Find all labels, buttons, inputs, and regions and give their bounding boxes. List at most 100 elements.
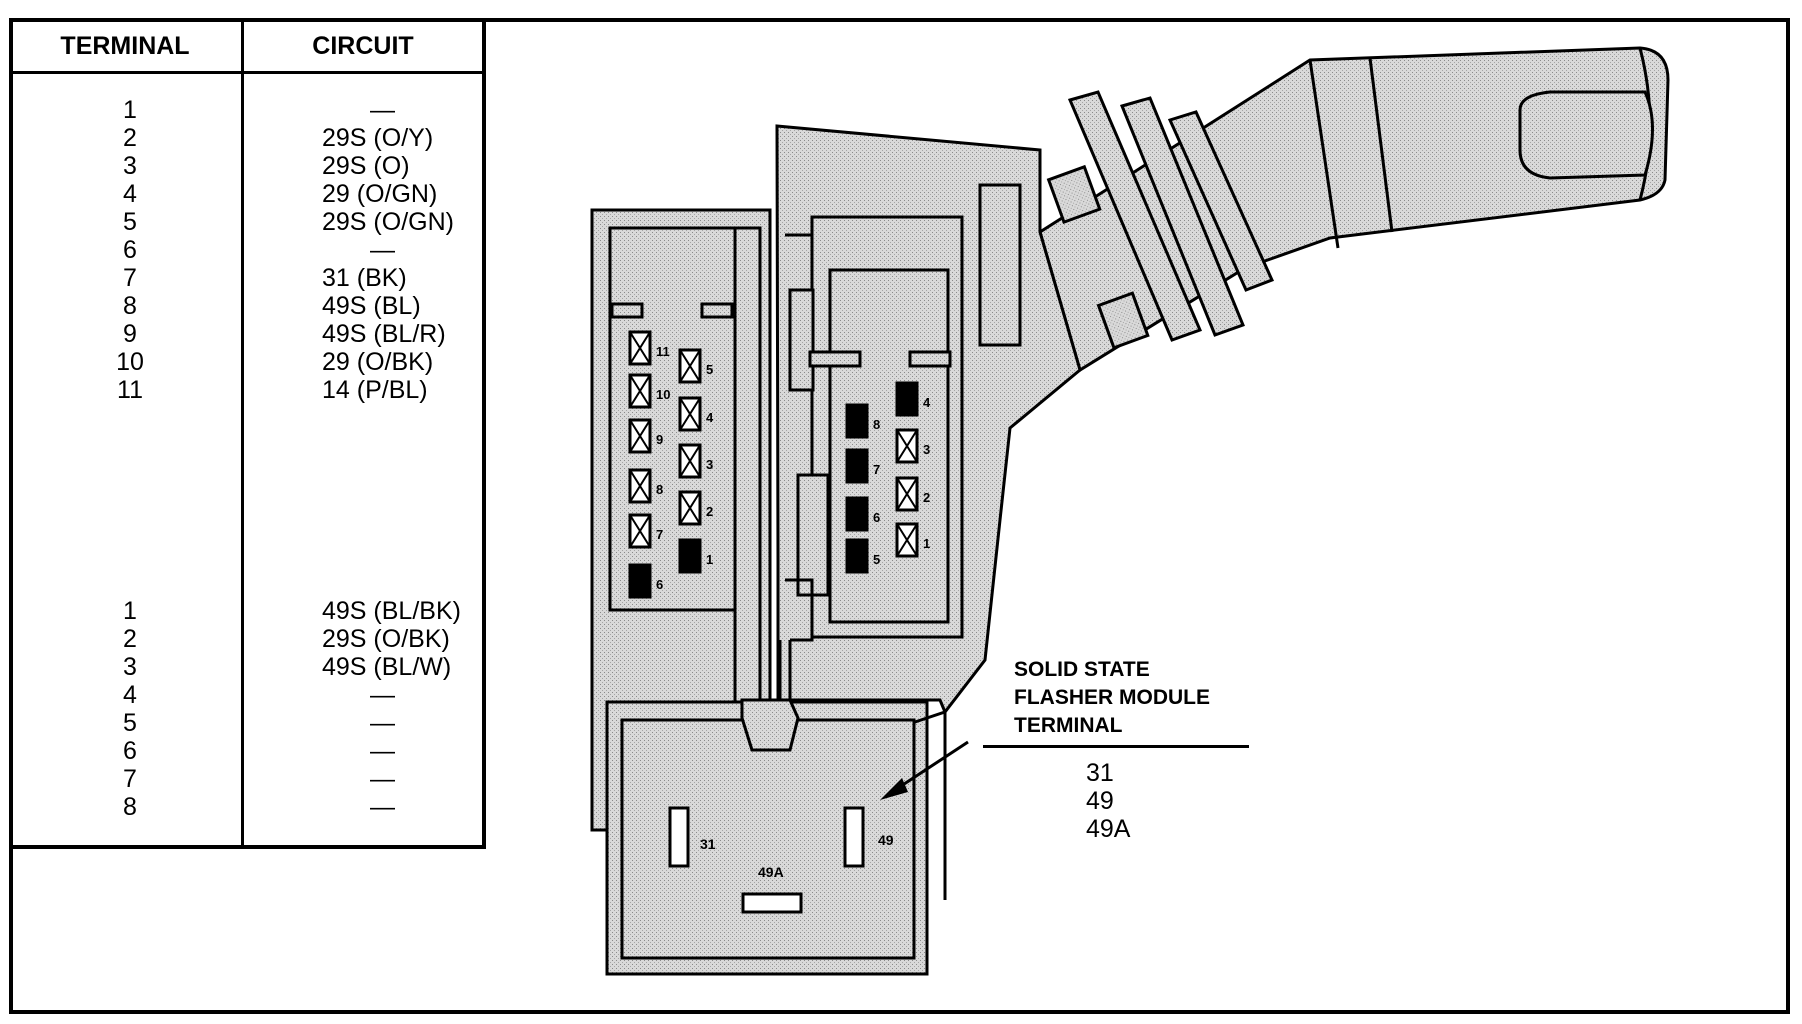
circuit-code: 49S (BL/R): [322, 320, 446, 348]
connector-b-pin-label: 6: [873, 510, 880, 525]
connector-pin: [678, 538, 702, 574]
connector-pin: [845, 538, 869, 574]
connector-pin: [845, 496, 869, 532]
terminal-number: 1: [123, 96, 137, 124]
circuit-code: 31 (BK): [322, 264, 407, 292]
header-terminal: TERMINAL: [60, 32, 190, 60]
module-pin-label: 49A: [758, 864, 784, 880]
pin-cross-mark: [629, 331, 651, 365]
circuit-code: —: [370, 236, 395, 264]
connector-a-pin-label: 5: [706, 362, 713, 377]
connector-a-pin-label: 3: [706, 457, 713, 472]
connector-a-pin-label: 11: [656, 344, 670, 359]
circuit-code: 29S (O/BK): [322, 625, 450, 653]
connector-a-pin-label: 2: [706, 504, 713, 519]
connector-a-pin-label: 9: [656, 432, 663, 447]
circuit-code: —: [370, 681, 395, 709]
pin-cross-mark: [679, 491, 701, 525]
module-pin-labels: 31 49A 49: [700, 832, 894, 880]
pin-cross-mark: [679, 349, 701, 383]
terminal-number: 10: [116, 348, 144, 376]
flasher-module-blades: [668, 806, 865, 914]
flasher-terminal: 49A: [1086, 815, 1131, 843]
connector-a-pin-label: 1: [706, 552, 713, 567]
connector-b-pin-label: 5: [873, 552, 880, 567]
flasher-title-line: TERMINAL: [1014, 714, 1123, 737]
flasher-title: SOLID STATE FLASHER MODULE TERMINAL: [1014, 656, 1210, 740]
module-pin-label: 31: [700, 836, 716, 852]
pin-cross-mark: [629, 514, 651, 548]
circuit-code: 29 (O/GN): [322, 180, 438, 208]
connector-a-pin-label: 7: [656, 527, 663, 542]
terminal-number: 7: [123, 264, 137, 292]
circuit-code: —: [370, 709, 395, 737]
terminal-number: 2: [123, 625, 137, 653]
terminal-number: 11: [117, 376, 143, 404]
connector-a-pin-label: 4: [706, 410, 714, 425]
terminal-number: 6: [123, 236, 137, 264]
pin-cross-mark: [629, 374, 651, 408]
header-circuit: CIRCUIT: [312, 32, 414, 60]
flasher-title-line: SOLID STATE: [1014, 658, 1150, 681]
terminal-number: 8: [123, 793, 137, 821]
switch-body: [590, 124, 1082, 976]
terminal-number: 1: [123, 597, 137, 625]
connector-b-pin-label: 3: [923, 442, 930, 457]
connector-b-pin-label: 4: [923, 395, 931, 410]
circuit-code: 49S (BL/BK): [322, 597, 461, 625]
flasher-terminal: 49: [1086, 787, 1114, 815]
circuit-code: —: [370, 737, 395, 765]
pin-cross-mark: [896, 429, 918, 463]
diagram-frame: [9, 18, 1790, 1014]
terminal-number: 5: [123, 208, 137, 236]
pin-cross-mark: [629, 419, 651, 453]
connector-pin: [895, 381, 919, 417]
circuit-code: 29 (O/BK): [322, 348, 434, 376]
connector-b-pin-label: 8: [873, 417, 880, 432]
connector-pin: [845, 448, 869, 484]
connector-a-pin-label: 8: [656, 482, 663, 497]
terminal-number: 9: [123, 320, 137, 348]
connector-b-pin-label: 2: [923, 490, 930, 505]
connector-pin: [628, 563, 652, 599]
terminal-number: 5: [123, 709, 137, 737]
table-column-divider: [241, 18, 244, 845]
circuit-code: 49S (BL/W): [322, 653, 452, 681]
circuit-code: 14 (P/BL): [322, 376, 428, 404]
pin-cross-mark: [679, 397, 701, 431]
connector-b-pin-label: 1: [923, 536, 930, 551]
flasher-terminal: 31: [1086, 759, 1114, 787]
terminal-number: 2: [123, 124, 137, 152]
pin-cross-mark: [896, 477, 918, 511]
terminal-number: 7: [123, 765, 137, 793]
pin-cross-mark: [679, 444, 701, 478]
terminal-number: 4: [123, 180, 137, 208]
connector-b-pin-label: 7: [873, 462, 880, 477]
connector-a-pin-label: 10: [656, 387, 670, 402]
pin-cross-mark: [896, 523, 918, 557]
circuit-code: —: [370, 793, 395, 821]
terminal-number: 8: [123, 292, 137, 320]
connector-pins: 11 10 9 8 7 6 5 4 3 2 1 8 7 6 5 4 3 2 1: [628, 330, 931, 599]
terminal-number: 6: [123, 737, 137, 765]
circuit-code: —: [370, 765, 395, 793]
table-header-divider: [9, 71, 482, 74]
connector-a-pin-label: 6: [656, 577, 663, 592]
terminal-number: 4: [123, 681, 137, 709]
flasher-title-line: FLASHER MODULE: [1014, 686, 1210, 709]
module-pin-label: 49: [878, 832, 894, 848]
circuit-code: 29S (O/GN): [322, 208, 454, 236]
circuit-code: 29S (O): [322, 152, 410, 180]
circuit-code: 49S (BL): [322, 292, 421, 320]
lever-rings: [1046, 90, 1275, 350]
circuit-code: —: [370, 96, 395, 124]
terminal-number: 3: [123, 653, 137, 681]
flasher-divider: [983, 745, 1249, 748]
pointer-arrow: [880, 740, 969, 800]
terminal-number: 3: [123, 152, 137, 180]
pin-cross-mark: [629, 469, 651, 503]
circuit-code: 29S (O/Y): [322, 124, 434, 152]
terminal-circuit-table: TERMINAL CIRCUIT: [9, 18, 486, 849]
connector-pin: [845, 403, 869, 439]
